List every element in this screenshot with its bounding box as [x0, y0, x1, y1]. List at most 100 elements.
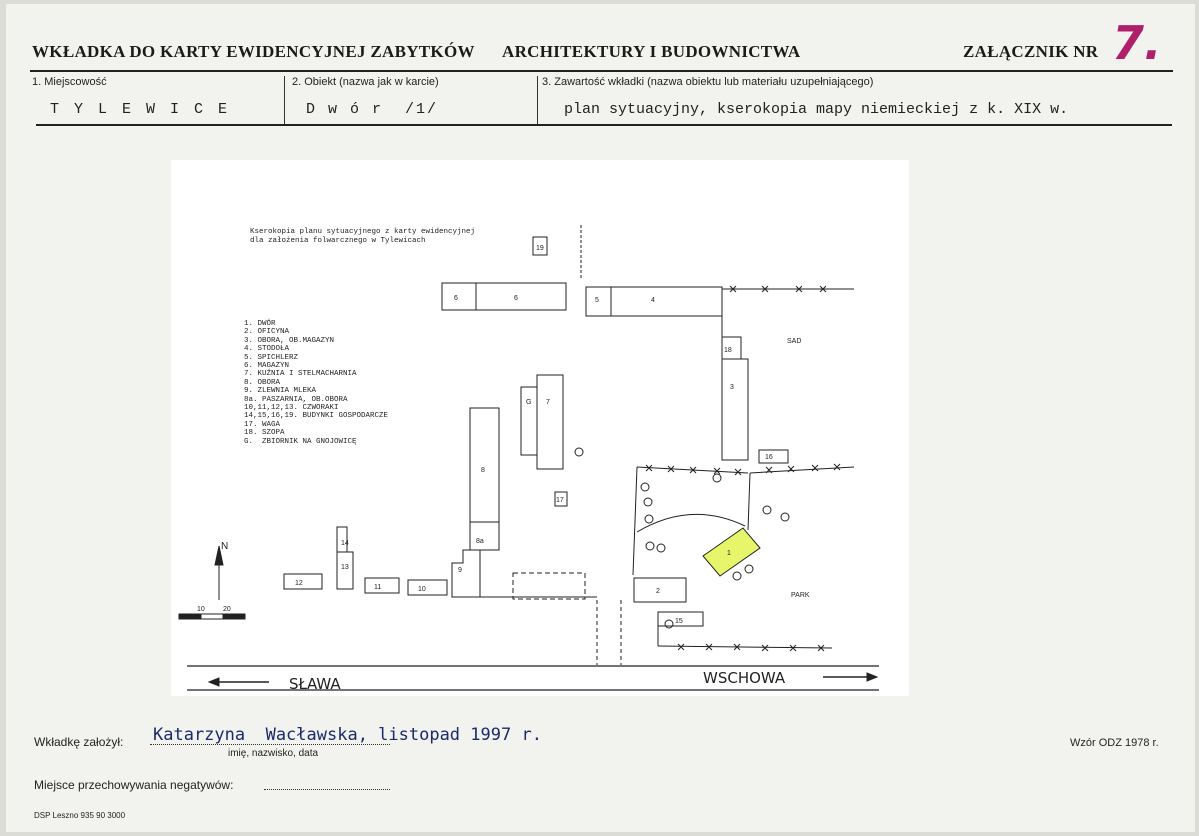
svg-text:15: 15 [675, 618, 683, 625]
scale-bar: 10 20 [178, 606, 246, 620]
north-arrow: N [214, 541, 228, 600]
fields-underline [36, 124, 1172, 126]
fence-cross [734, 468, 742, 476]
fence-cross [795, 285, 803, 293]
svg-text:12: 12 [295, 580, 303, 587]
building-7 [536, 374, 564, 470]
label-park: PARK [791, 592, 810, 599]
fence-cross [677, 643, 685, 651]
svg-text:G: G [526, 399, 531, 406]
svg-text:8a: 8a [476, 538, 484, 545]
author-caption: imię, nazwisko, data [228, 748, 319, 759]
fence-cross [729, 285, 737, 293]
attachment-number: 7. [1112, 16, 1162, 70]
building-19 [532, 236, 548, 256]
svg-text:14: 14 [341, 540, 349, 547]
legend-item: 7. KUŹNIA I STELMACHARNIA [244, 370, 357, 379]
svg-text:7: 7 [546, 399, 550, 406]
legend-item: 4. STODOŁA [244, 345, 290, 354]
svg-text:N: N [221, 541, 228, 552]
building-10 [407, 579, 448, 596]
fence-cross [733, 643, 741, 651]
building-1: 1 [702, 527, 761, 577]
legend-item: 8. OBORA [244, 378, 281, 387]
dashed-outline [512, 572, 586, 600]
building-11 [364, 577, 400, 594]
object-label: 2. Obiekt (nazwa jak w karcie) [292, 76, 439, 88]
legend-item: 9. ZLEWNIA MLEKA [244, 387, 317, 396]
fence-cross [645, 464, 653, 472]
legend-item: 8a. PASZARNIA, OB.OBORA [244, 395, 348, 404]
building-4-5 [585, 286, 723, 317]
author-dotted-line [150, 744, 390, 745]
legend-item: 6. MAGAZYN [244, 362, 290, 371]
svg-text:16: 16 [765, 454, 773, 461]
road-label-left: SŁAWA [289, 675, 341, 693]
plan-legend: 1. DWÓR 2. OFICYNA 3. OBORA, OB.MAGAZYN … [244, 320, 388, 446]
building-6 [441, 282, 567, 311]
road-label-right: WSCHOWA [703, 669, 786, 687]
svg-text:9: 9 [458, 567, 462, 574]
building-17 [554, 491, 568, 507]
legend-item: 10,11,12,13. CZWORAKI [244, 404, 339, 413]
road-arrow-right [823, 672, 879, 682]
svg-text:1: 1 [727, 550, 731, 557]
svg-text:10: 10 [197, 606, 205, 613]
negatives-label: Miejsce przechowywania negatywów: [34, 778, 234, 792]
locality-label: 1. Miejscowość [32, 76, 107, 88]
svg-text:6: 6 [454, 295, 458, 302]
printer-info: DSP Leszno 935 90 3000 [34, 811, 126, 820]
svg-text:2: 2 [656, 588, 660, 595]
svg-text:13: 13 [341, 564, 349, 571]
header-title-right: ARCHITEKTURY I BUDOWNICTWA [502, 42, 801, 61]
label-sad: SAD [787, 338, 801, 345]
fence-cross [789, 644, 797, 652]
legend-item: 14,15,16,19. BUDYNKI GOSPODARCZE [244, 412, 389, 421]
legend-item: 3. OBORA, OB.MAGAZYN [244, 336, 335, 345]
fence-cross [765, 466, 773, 474]
locality-value: T Y L E W I C E [50, 101, 231, 118]
site-plan-drawing: 19 6 6 5 4 18 3 16 G 7 17 8 [178, 225, 879, 693]
content-label: 3. Zawartość wkładki (nazwa obiektu lub … [542, 76, 874, 88]
form-code: Wzór ODZ 1978 r. [1070, 737, 1159, 749]
building-12 [283, 573, 323, 590]
fence-cross [689, 466, 697, 474]
fence-cross [833, 463, 841, 471]
building-g [520, 386, 538, 456]
field-divider-2 [537, 76, 538, 124]
svg-text:3: 3 [730, 384, 734, 391]
header-rule [30, 70, 1173, 72]
svg-text:17: 17 [556, 497, 564, 504]
building-8a [469, 521, 500, 551]
object-value: D w ó r /1/ [306, 101, 439, 118]
svg-text:18: 18 [724, 347, 732, 354]
header-title-left: WKŁADKA DO KARTY EWIDENCYJNEJ ZABYTKÓW [32, 42, 475, 61]
content-value: plan sytuacyjny, kserokopia mapy niemiec… [564, 101, 1069, 118]
svg-text:11: 11 [374, 584, 381, 591]
fence-cross [713, 467, 721, 475]
building-16 [758, 449, 789, 464]
fence-cross [811, 464, 819, 472]
legend-item: 2. OFICYNA [244, 328, 290, 337]
svg-text:10: 10 [418, 586, 426, 593]
building-13 [336, 551, 354, 590]
svg-text:4: 4 [651, 297, 655, 304]
fence-cross [817, 644, 825, 652]
building-3 [721, 358, 749, 461]
fence-cross [667, 465, 675, 473]
fence-bottom [657, 645, 833, 649]
field-divider-1 [284, 76, 285, 124]
building-19-label: 19 [536, 245, 544, 252]
legend-item: 5. SPICHLERZ [244, 353, 299, 362]
fence-cross [761, 285, 769, 293]
svg-text:8: 8 [481, 467, 485, 474]
legend-item: 1. DWÓR [244, 320, 276, 328]
fence-cross [819, 285, 827, 293]
plan-title: Kserokopia planu sytuacyjnego z karty ew… [250, 228, 476, 245]
legend-item: 17. WAGA [244, 420, 281, 429]
svg-text:5: 5 [595, 297, 599, 304]
site-plan: 19 6 6 5 4 18 3 16 G 7 17 8 [171, 160, 909, 696]
fence-cross [787, 465, 795, 473]
building-2 [633, 577, 687, 603]
building-8 [469, 407, 500, 523]
